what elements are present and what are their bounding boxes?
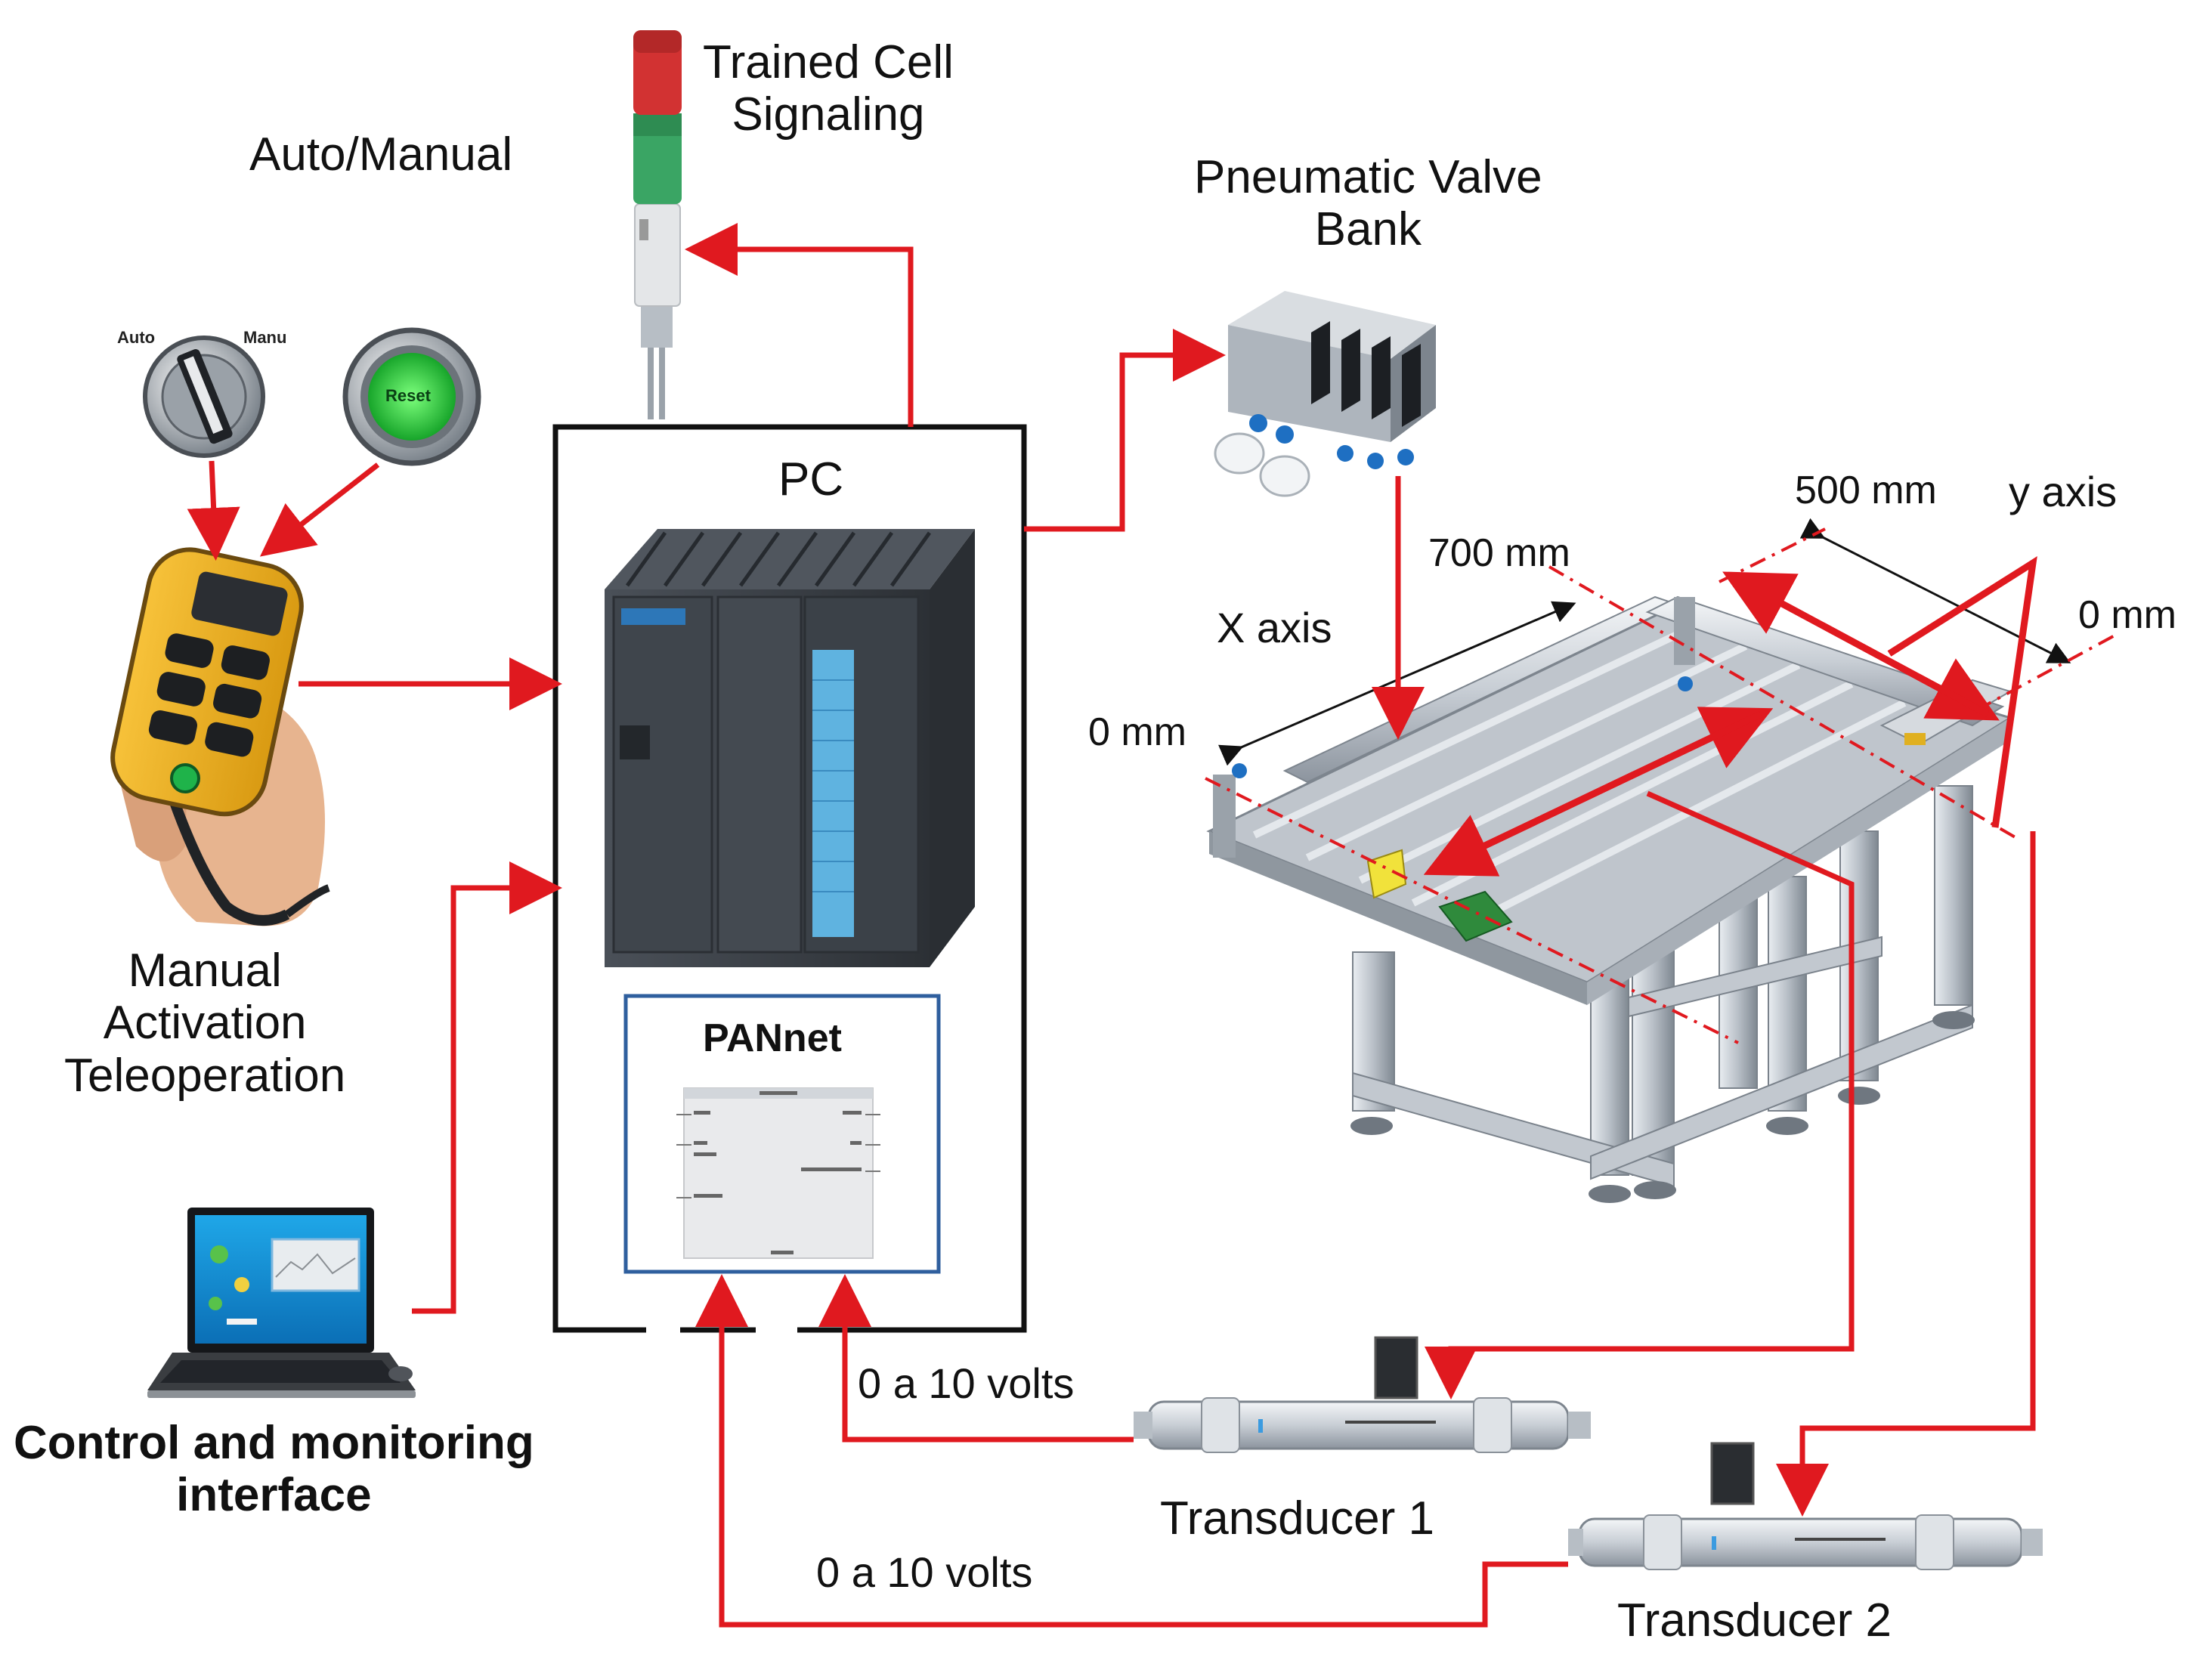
volts-label-1: 0 a 10 volts [858, 1359, 1075, 1407]
control-monitoring-label: Control and monitoring interface [14, 1417, 534, 1522]
pc-box [552, 424, 1027, 1333]
dimension-500-label: 500 mm [1795, 469, 1937, 512]
pneumatic-valve-bank-label: Pneumatic Valve Bank [1194, 151, 1542, 256]
manual-activation-label: Manual Activation Teleoperation [64, 945, 346, 1102]
zero-mm-right-label: 0 mm [2078, 593, 2176, 637]
switch-manu-label: Manu [243, 328, 287, 347]
xy-table-icon [1206, 595, 2013, 1203]
motion-arrows [1423, 555, 2037, 877]
remote-control-icon [110, 547, 330, 926]
switch-auto-label: Auto [117, 328, 156, 347]
pannet-label: PANnet [703, 1016, 842, 1060]
transducer-1-label: Transducer 1 [1160, 1492, 1434, 1545]
y-axis-label: y axis [2009, 468, 2118, 515]
linear-transducer-icon [1568, 1442, 2043, 1570]
linear-transducer-icon [1134, 1336, 1591, 1453]
signal-arrows [187, 223, 2036, 1628]
dimension-700-label: 700 mm [1428, 531, 1570, 575]
x-axis-label: X axis [1217, 604, 1332, 651]
pneumatic-valve-icon [1214, 291, 1436, 497]
pannet-box [623, 994, 941, 1274]
zero-mm-left-label: 0 mm [1088, 710, 1186, 754]
auto-manual-label: Auto/Manual [249, 128, 513, 181]
transducer-2-label: Transducer 2 [1617, 1594, 1892, 1647]
laptop-icon [147, 1208, 416, 1398]
pc-label: PC [778, 453, 844, 506]
selector-switch-icon [143, 336, 265, 458]
plc-icon [605, 529, 975, 967]
dimension-lines [1218, 518, 2071, 766]
reset-button-icon [342, 327, 481, 466]
reset-button-label[interactable]: Reset [385, 386, 431, 405]
volts-label-2: 0 a 10 volts [816, 1548, 1033, 1596]
trained-cell-signaling-label: Trained Cell Signaling [703, 36, 954, 141]
signal-tower-icon [633, 30, 682, 419]
